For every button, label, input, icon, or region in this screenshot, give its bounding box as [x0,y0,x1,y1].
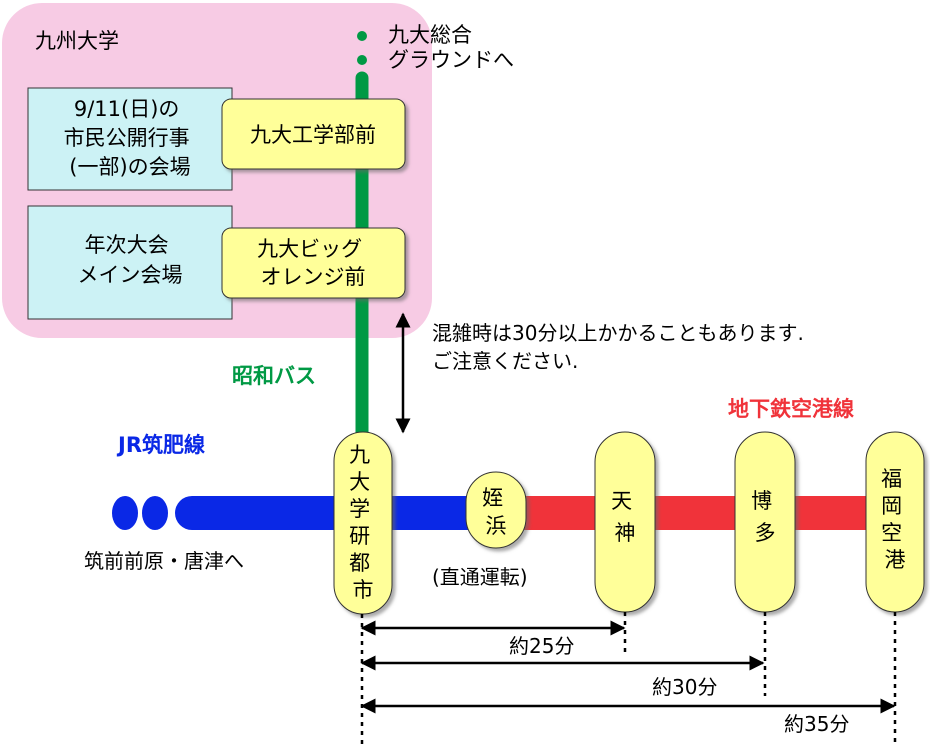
time-label-hakata: 約30分 [652,675,717,699]
svg-text:博 多: 博 多 [751,489,779,545]
station-tenjin: 天 神 [594,431,656,613]
station-hakata: 博 多 [734,431,796,613]
ground-label: 九大総合 グラウンドへ [388,23,514,72]
svg-text:姪 浜: 姪 浜 [482,486,510,538]
bus-stop-big-orange-label: 九大ビッグ オレンジ前 [257,237,369,289]
venue-box-public-event: 9/11(日)の 市民公開行事 (一部)の会場 [27,87,233,191]
campus-name: 九州大学 [35,29,119,53]
time-label-tenjin: 約25分 [509,634,574,658]
bus-line-label: 昭和バス [232,364,316,388]
svg-text:福 岡 空 港: 福 岡 空 港 [881,467,909,572]
jr-line-label: JR筑肥線 [116,433,205,457]
subway-line [520,496,890,530]
svg-text:9/11(日)の 市民公開行事 (一: 9/11(日)の 市民公開行事 (一部)の会場 [64,97,197,179]
congestion-note: 混雑時は30分以上かかることもあります. ご注意ください. [432,321,810,373]
svg-text:九 大 学 研: 九 大 学 研 都 市 [349,443,377,602]
bus-stop-engineering [221,98,406,170]
station-meinohama: 姪 浜 [465,471,527,549]
bus-stop-engineering-label: 九大工学部前 [250,123,376,147]
svg-text:天 神: 天 神 [611,489,639,545]
jr-direction-label: 筑前前原・唐津へ [84,549,244,573]
svg-text:年次大会 メイン会場: 年次大会 メイン会場 [78,233,183,287]
subway-line-label: 地下鉄空港線 [728,397,854,421]
station-kenkyu-toshi: 九 大 学 研 都 市 [333,431,393,615]
direct-service-label: (直通運転) [432,565,528,589]
bus-stop-big-orange [221,227,406,299]
venue-box-main-venue: 年次大会 メイン会場 [27,205,233,320]
time-label-airport: 約35分 [784,712,849,736]
jr-line [112,496,485,530]
station-fukuoka-airport: 福 岡 空 港 [865,431,925,613]
